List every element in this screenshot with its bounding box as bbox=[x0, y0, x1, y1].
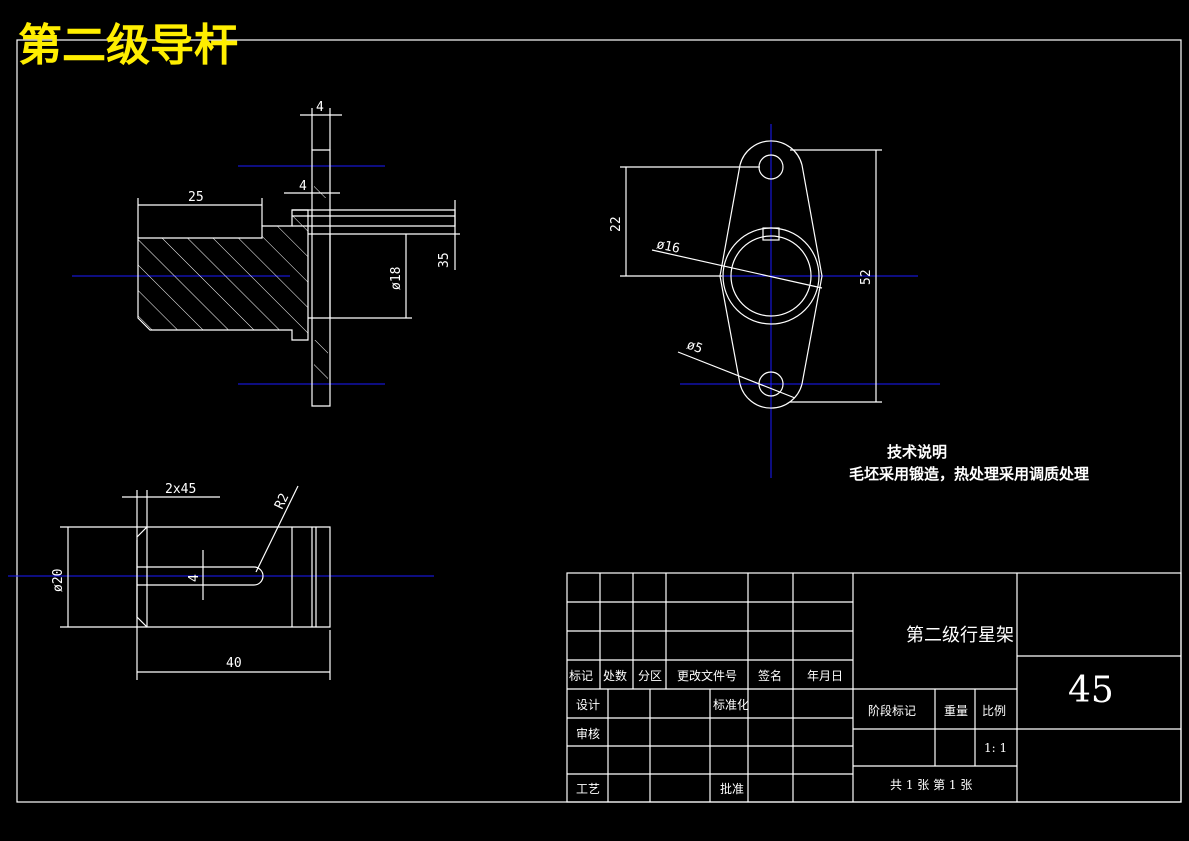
tb-header-date: 年月日 bbox=[807, 669, 843, 683]
dim-shaft-dia: ø20 bbox=[51, 569, 66, 592]
dim-center-distance: 22 bbox=[609, 216, 624, 232]
flange-hatch-upper bbox=[314, 183, 328, 198]
sheet-border bbox=[16, 39, 1182, 803]
tb-process: 工艺 bbox=[576, 782, 600, 796]
tb-design: 设计 bbox=[576, 698, 600, 712]
dim-hub-length: 25 bbox=[188, 190, 204, 205]
drawing-title: 第二级导杆 bbox=[18, 20, 238, 71]
dim-bore-dia: ø18 bbox=[389, 267, 404, 290]
dim-slot-width: 4 bbox=[187, 574, 202, 582]
shaft-outline bbox=[136, 526, 331, 628]
dim-flange-thickness: 4 bbox=[316, 100, 324, 115]
dim-overall: 52 bbox=[859, 269, 874, 285]
tb-review: 审核 bbox=[576, 726, 600, 741]
notes-line: 毛坯采用锻造，热处理采用调质处理 bbox=[849, 465, 1089, 483]
tb-material: 45 bbox=[1068, 670, 1114, 711]
shaft-view: ø20 40 2x45 R2 4 bbox=[8, 482, 434, 680]
flange-outline bbox=[311, 149, 331, 407]
dim-step-width: 4 bbox=[299, 179, 307, 194]
dim-chamfer: 2x45 bbox=[165, 482, 196, 497]
bore-outline bbox=[308, 233, 331, 319]
tb-standardization: 标准化 bbox=[713, 698, 749, 712]
title-block-frame bbox=[566, 572, 1182, 803]
tb-sheet-info: 共 1 张 第 1 张 bbox=[890, 778, 972, 792]
tb-header-change-doc: 更改文件号 bbox=[677, 668, 737, 683]
leader-boss bbox=[651, 249, 823, 289]
tb-scale-value: 1: 1 bbox=[984, 741, 1007, 755]
dim-boss-dia: ø16 bbox=[655, 237, 681, 257]
slot-outline bbox=[137, 566, 264, 586]
dim-offset: 35 bbox=[437, 252, 452, 268]
tb-stage-mark: 阶段标记 bbox=[868, 703, 916, 718]
tb-header-signature: 签名 bbox=[758, 668, 782, 683]
flange-hatch-lower bbox=[314, 340, 328, 380]
tb-header-zone: 分区 bbox=[638, 669, 662, 683]
boss-inner bbox=[730, 235, 812, 317]
tb-header-count: 处数 bbox=[603, 668, 627, 683]
notes-heading: 技术说明 bbox=[887, 443, 947, 461]
leader-hole bbox=[677, 351, 796, 399]
tb-approve: 批准 bbox=[720, 781, 744, 796]
tb-part-name: 第二级行星架 bbox=[906, 625, 1014, 646]
tb-weight: 重量 bbox=[944, 704, 968, 718]
dim-hole-dia: ø5 bbox=[685, 338, 705, 357]
leader-fillet bbox=[255, 485, 299, 573]
tb-header-mark: 标记 bbox=[569, 669, 593, 683]
dim-fillet: R2 bbox=[272, 491, 292, 512]
tb-scale-label: 比例 bbox=[982, 704, 1006, 718]
title-block: 标记 处数 分区 更改文件号 签名 年月日 设计 标准化 审核 工艺 批准 第二… bbox=[566, 572, 1182, 803]
plate-outline bbox=[719, 140, 823, 409]
plate-view: 22 52 ø16 ø5 bbox=[609, 124, 940, 478]
hatched-section bbox=[137, 209, 309, 341]
pin-outline bbox=[292, 209, 456, 227]
key-slot bbox=[762, 227, 780, 241]
dim-shaft-length: 40 bbox=[226, 656, 242, 671]
section-view: 4 4 25 35 ø18 bbox=[72, 100, 460, 407]
